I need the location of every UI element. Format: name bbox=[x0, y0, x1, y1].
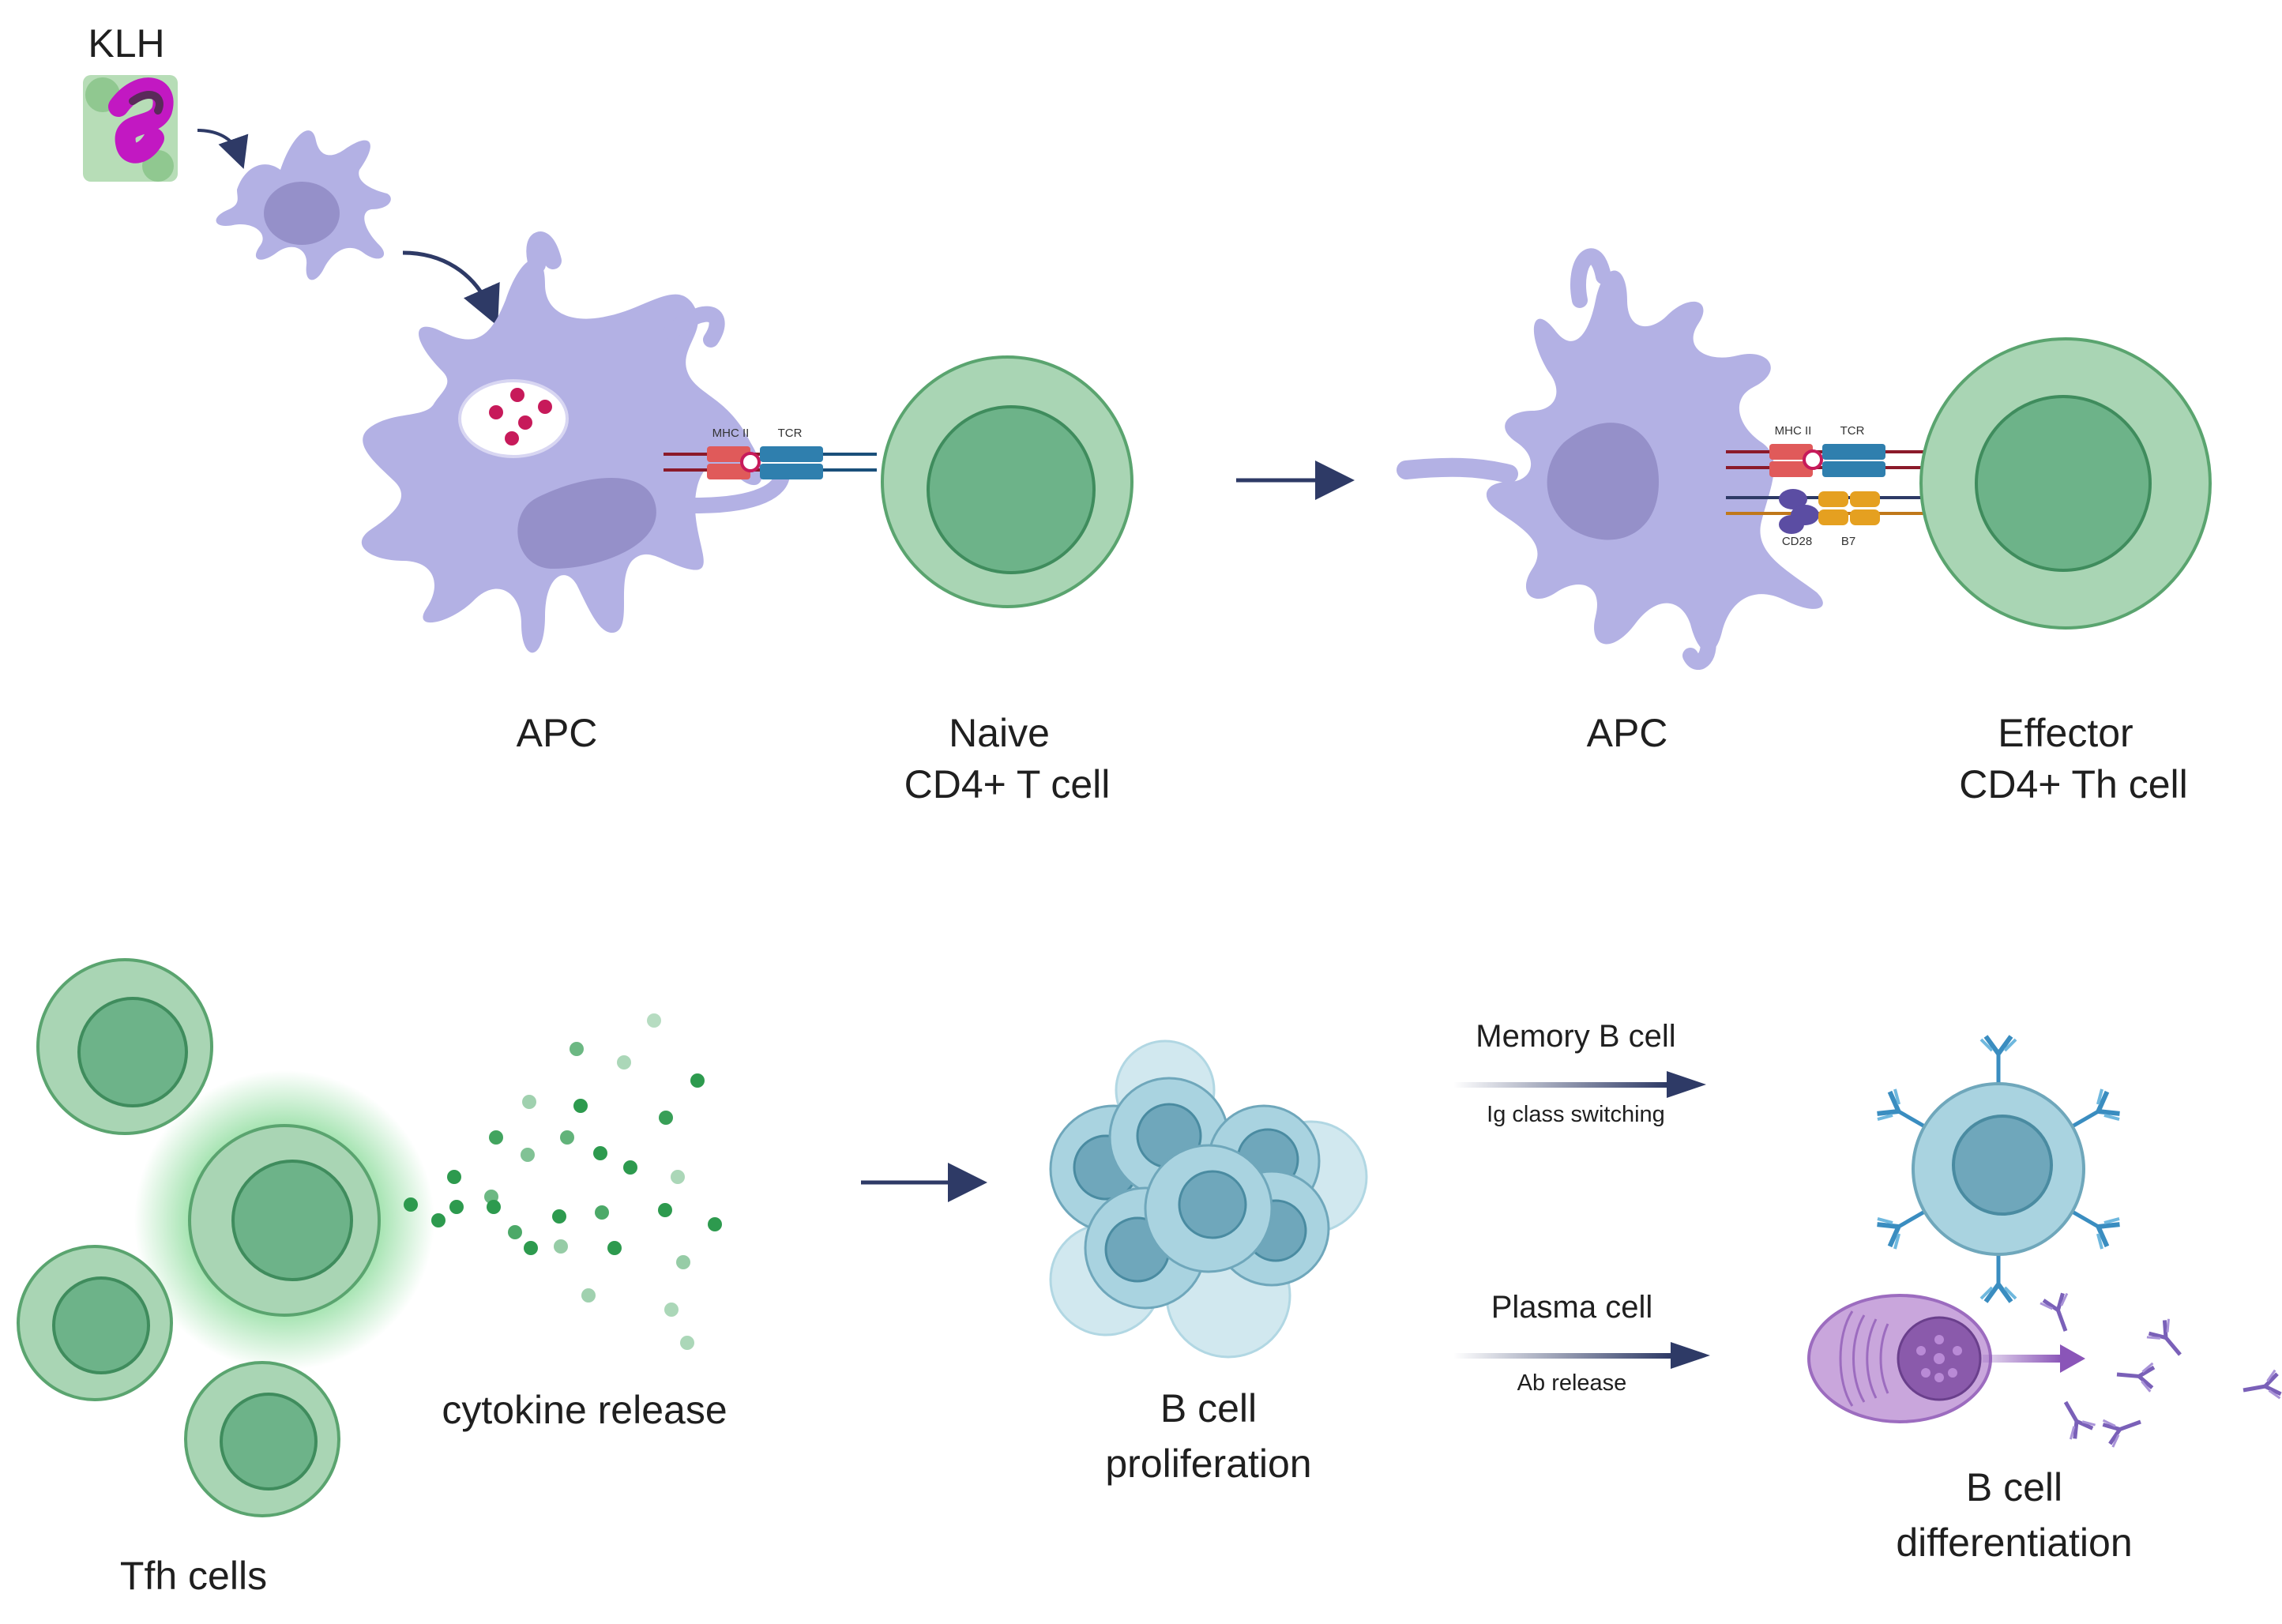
tfh-cell-3 bbox=[17, 1245, 173, 1401]
ig-switch-label: Ig class switching bbox=[1487, 1102, 1665, 1127]
apc-label-1: APC bbox=[517, 711, 598, 755]
naive-label-line1: Naive bbox=[949, 711, 1050, 755]
tcr-receptor-2 bbox=[1822, 444, 1885, 460]
tcr-label-2: TCR bbox=[1840, 424, 1865, 438]
b-diff-label-line1: B cell bbox=[1966, 1465, 2062, 1509]
tfh-cells bbox=[17, 958, 434, 1517]
apc-cell-1 bbox=[361, 231, 790, 653]
naive-t-cell bbox=[881, 355, 1133, 608]
tcr-label-1: TCR bbox=[778, 427, 803, 440]
effector-t-cell bbox=[1919, 337, 2212, 630]
ab-release-label: Ab release bbox=[1517, 1370, 1627, 1396]
antibody-release-arrow-head bbox=[2060, 1344, 2085, 1373]
apc-cell-2 bbox=[1397, 248, 1823, 670]
memory-b-cell bbox=[1875, 1036, 2122, 1302]
tcr-receptor-1 bbox=[760, 446, 823, 462]
tfh-cell-4 bbox=[184, 1361, 340, 1517]
b-prolif-label-line2: proliferation bbox=[1105, 1442, 1311, 1486]
tfh-label: Tfh cells bbox=[120, 1554, 267, 1598]
released-antibodies bbox=[2040, 1292, 2281, 1448]
mhc-ii-receptor-2 bbox=[1769, 444, 1813, 460]
memory-arrow-shaft bbox=[1453, 1082, 1667, 1088]
plasma-cell bbox=[1807, 1294, 1992, 1423]
effector-label-line2: CD4+ Th cell bbox=[1959, 762, 2187, 806]
b7-receptor bbox=[1818, 491, 1880, 525]
immature-apc-cell bbox=[216, 130, 391, 280]
memory-b-label: Memory B cell bbox=[1476, 1019, 1675, 1054]
b-cell-cluster bbox=[1049, 1039, 1368, 1359]
immune-synapse-2 bbox=[1726, 444, 1939, 534]
cd28-label: CD28 bbox=[1782, 535, 1812, 548]
cytokine-particles bbox=[404, 1013, 722, 1350]
plasma-arrow-head bbox=[1671, 1342, 1710, 1369]
b7-label: B7 bbox=[1841, 535, 1855, 548]
klh-protein-icon bbox=[83, 75, 178, 182]
migration-arrow bbox=[402, 250, 500, 326]
tfh-cell-2 bbox=[188, 1124, 381, 1317]
tfh-cell-1 bbox=[36, 958, 213, 1135]
memory-arrow-head bbox=[1667, 1071, 1706, 1098]
apc-label-2: APC bbox=[1587, 711, 1668, 755]
klh-uptake-arrow bbox=[197, 129, 249, 169]
effector-label-line1: Effector bbox=[1998, 711, 2133, 755]
naive-label-line2: CD4+ T cell bbox=[904, 762, 1111, 806]
mhc-ii-label-1: MHC II bbox=[712, 427, 750, 440]
plasma-arrow-shaft bbox=[1453, 1353, 1671, 1359]
b-prolif-label-line1: B cell bbox=[1160, 1386, 1257, 1430]
cytokine-label: cytokine release bbox=[442, 1388, 727, 1432]
immune-synapse-1 bbox=[664, 446, 877, 479]
mhc-ii-receptor-1 bbox=[707, 446, 750, 462]
b-diff-label-line2: differentiation bbox=[1896, 1521, 2132, 1565]
klh-label: KLH bbox=[88, 21, 164, 66]
cd28-receptor bbox=[1779, 489, 1819, 534]
plasma-cell-label: Plasma cell bbox=[1491, 1290, 1653, 1325]
antibody-release-arrow-shaft bbox=[1983, 1355, 2062, 1363]
mhc-ii-label-2: MHC II bbox=[1775, 424, 1812, 438]
